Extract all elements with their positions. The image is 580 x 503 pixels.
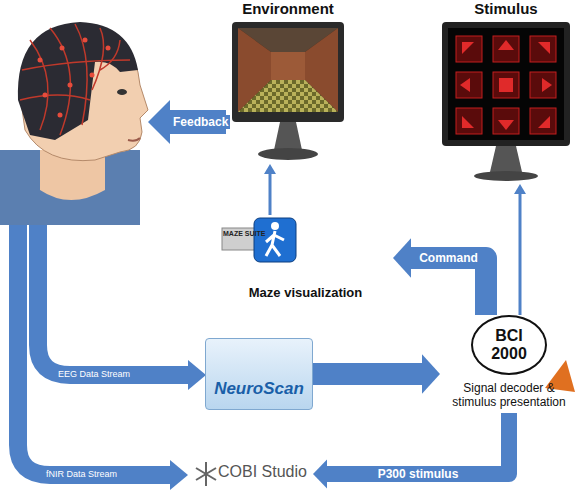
arrow-head	[188, 360, 206, 390]
snowflake-icon	[196, 462, 216, 486]
maze-visualization: MAZE SUITE Maze visualization	[218, 215, 393, 309]
node-text: Signal decoder & stimulus presentation	[440, 381, 578, 409]
arrow-label: Feedback	[171, 115, 230, 129]
node-text: Stimulus	[438, 0, 574, 17]
edge-label: P300 stimulus	[376, 467, 461, 481]
node-text: Maze visualization	[218, 285, 393, 300]
environment-monitor	[232, 22, 344, 160]
connector-arrow	[264, 164, 276, 215]
environment-monitor: Environment	[228, 0, 348, 164]
neuroscan-box: NeuroScan	[205, 338, 313, 410]
connector-arrow	[313, 413, 509, 488]
eeg-stream	[38, 215, 190, 375]
arrow-label: EEG Data Stream	[56, 369, 132, 379]
head-figure	[0, 22, 148, 225]
connector-arrow	[313, 354, 440, 394]
node-text: NeuroScan	[206, 379, 312, 399]
bci2000-decoder: BCI 2000Signal decoder & stimulus presen…	[440, 315, 578, 413]
connector-arrow	[514, 184, 526, 315]
connector-arrow	[393, 238, 486, 315]
arrow-label: fNIR Data Stream	[44, 469, 119, 479]
node-text: BCI 2000	[477, 327, 541, 363]
arrow-head	[170, 460, 188, 490]
node-text: MAZE SUITE	[223, 230, 265, 237]
speech-bubble: BCI 2000	[471, 315, 547, 375]
arrow-head	[148, 100, 170, 144]
stimulus-monitor: Stimulus	[438, 0, 574, 184]
node-text: COBI Studio	[218, 463, 307, 481]
node-text: Environment	[228, 0, 348, 17]
maze-suite-icon	[222, 218, 296, 262]
cobi-studio: COBI Studio	[188, 452, 313, 494]
fnir-stream	[18, 215, 172, 475]
stimulus-monitor	[442, 22, 570, 181]
edge-label: Command	[417, 251, 480, 265]
